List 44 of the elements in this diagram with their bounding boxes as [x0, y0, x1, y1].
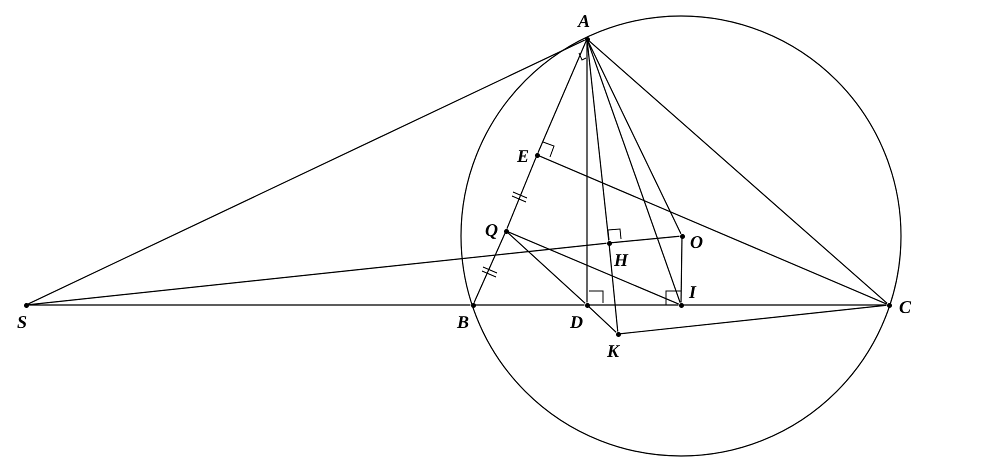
- point-dot: [584, 302, 590, 308]
- point-dot: [616, 332, 620, 336]
- point-dot: [24, 302, 28, 308]
- line-segment: [588, 306, 617, 333]
- point-dot: [680, 234, 684, 238]
- line-segment: [28, 40, 585, 304]
- line-segment: [539, 155, 887, 305]
- line-segment: [587, 41, 681, 303]
- line-segment: [473, 233, 506, 303]
- point-label: I: [689, 283, 696, 301]
- point-label: K: [607, 342, 620, 360]
- point-label: H: [614, 251, 628, 269]
- point-label: B: [457, 313, 470, 331]
- point-dot: [584, 36, 590, 42]
- line-segment: [684, 304, 886, 306]
- point-dot: [678, 302, 684, 308]
- point-dot: [470, 302, 476, 308]
- line-segment: [28, 304, 470, 306]
- point-label: Q: [485, 221, 498, 239]
- point-label: O: [690, 233, 703, 251]
- point-dot: [504, 228, 508, 234]
- point-label: D: [570, 313, 583, 331]
- point-dot: [886, 302, 892, 308]
- line-segment: [680, 238, 683, 303]
- line-segment: [590, 304, 678, 306]
- line-segment: [586, 42, 588, 302]
- line-segment: [586, 41, 610, 241]
- line-segment: [611, 236, 680, 244]
- line-segment: [537, 41, 587, 153]
- line-segment: [588, 40, 682, 234]
- point-label: S: [17, 313, 28, 331]
- line-segment: [507, 232, 586, 304]
- line-segment: [506, 157, 537, 229]
- line-segment: [608, 245, 618, 332]
- line-segment: [508, 231, 679, 305]
- line-segment: [476, 304, 584, 306]
- point-label: E: [517, 147, 530, 165]
- point-label: C: [899, 298, 912, 316]
- line-segment: [28, 242, 607, 306]
- line-segment: [620, 304, 887, 334]
- point-dot: [606, 240, 612, 246]
- point-dot: [534, 152, 540, 158]
- line-segment: [588, 40, 888, 304]
- point-label: A: [578, 12, 590, 30]
